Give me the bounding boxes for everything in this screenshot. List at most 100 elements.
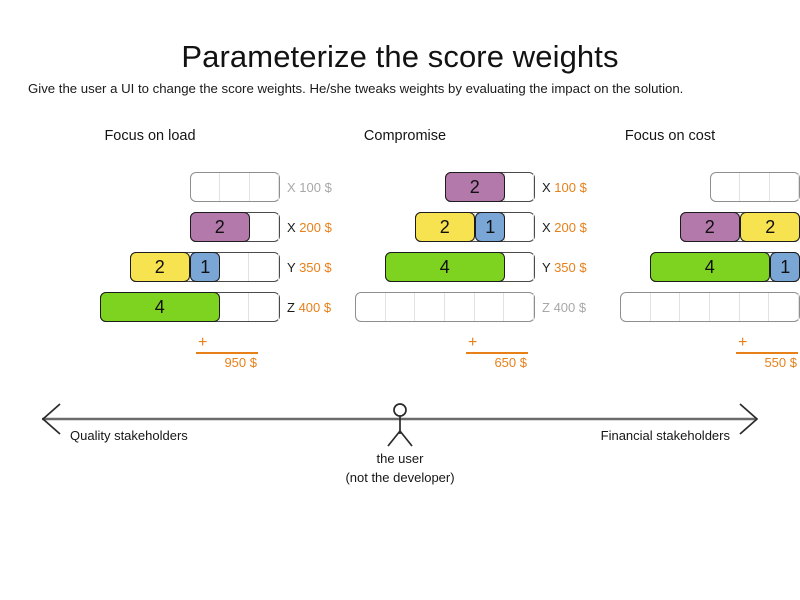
weight-slot[interactable] <box>504 293 535 321</box>
weight-blocks: 4 <box>384 251 505 282</box>
weight-slider-track[interactable]: 4 Z 400 $ <box>99 291 331 322</box>
weight-slider-track[interactable]: 2 X 200 $ <box>189 211 332 242</box>
weight-slot[interactable] <box>711 173 741 201</box>
weight-block[interactable]: 1 <box>770 251 800 282</box>
weight-slot[interactable] <box>740 293 770 321</box>
weight-slot[interactable] <box>770 173 799 201</box>
row-price: 200 $ <box>554 220 587 235</box>
weight-slot[interactable] <box>250 173 279 201</box>
weight-slot[interactable] <box>505 213 534 241</box>
axis-arrowhead-right <box>739 403 759 435</box>
weight-slot[interactable] <box>621 293 651 321</box>
weight-slot[interactable] <box>475 293 505 321</box>
row-key: Z <box>542 300 550 315</box>
user-leg-right-icon <box>399 430 413 447</box>
weight-row: Z 400 $ <box>275 291 586 323</box>
weight-slot[interactable] <box>356 293 386 321</box>
row-price: 400 $ <box>553 300 587 315</box>
weight-block[interactable]: 2 <box>189 211 250 242</box>
row-label: Y 350 $ <box>542 253 587 283</box>
weight-slider-track[interactable]: 4 Y 350 $ <box>384 251 587 282</box>
stakeholder-axis: Quality stakeholders Financial stakehold… <box>0 398 800 518</box>
row-key: X <box>287 220 296 235</box>
row-key: X <box>542 180 551 195</box>
weight-block[interactable]: 2 <box>444 171 505 202</box>
row-price: 400 $ <box>298 300 332 315</box>
row-price: 200 $ <box>299 220 332 235</box>
sum-inner: +950 $ <box>196 334 258 372</box>
weight-slider-track[interactable]: 2 X 100 $ <box>444 171 587 202</box>
row-price: 350 $ <box>554 260 587 275</box>
weight-slot[interactable] <box>249 293 280 321</box>
axis-label-right: Financial stakeholders <box>600 428 730 443</box>
weight-blocks: 4 <box>99 291 220 322</box>
weight-block[interactable]: 2 <box>679 211 740 242</box>
sum-rule <box>466 352 528 354</box>
weight-block[interactable]: 2 <box>414 211 475 242</box>
weight-slot[interactable] <box>680 293 711 321</box>
weight-slot[interactable] <box>505 173 534 201</box>
user-caption-line1: the user <box>376 451 424 466</box>
weight-slot[interactable] <box>249 253 279 281</box>
sum-total: 950 $ <box>224 355 257 370</box>
weight-slot[interactable] <box>769 293 800 321</box>
sum-rule <box>196 352 258 354</box>
weight-slot[interactable] <box>740 173 770 201</box>
weight-block[interactable]: 2 <box>129 251 190 282</box>
weight-block[interactable]: 4 <box>384 251 505 282</box>
weight-slot[interactable] <box>386 293 416 321</box>
page-subtitle: Give the user a UI to change the score w… <box>28 81 684 97</box>
sum-plus-sign: + <box>198 334 208 351</box>
weight-slider-track[interactable]: Z 400 $ <box>355 292 586 322</box>
weight-row: 2 X 200 $ <box>20 211 332 243</box>
weight-slot[interactable] <box>191 173 221 201</box>
weight-slot[interactable] <box>445 293 475 321</box>
weight-block[interactable]: 4 <box>649 251 770 282</box>
weight-block[interactable]: 1 <box>190 251 221 282</box>
row-price: 100 $ <box>299 180 332 195</box>
row-label: X 100 $ <box>287 173 332 203</box>
row-label: X 200 $ <box>542 213 587 243</box>
weight-slider-track[interactable]: 41Y 350 $ <box>649 251 800 282</box>
scenario-column: Focus on costX 100 $22X 200 $41Y 350 $Z … <box>540 126 800 376</box>
weight-row: 4 Y 350 $ <box>275 251 587 283</box>
weight-slot[interactable] <box>220 173 250 201</box>
weight-slot[interactable] <box>710 293 740 321</box>
weight-slider-track[interactable]: 22X 200 $ <box>679 211 800 242</box>
weight-row: 41 Y 350 $ <box>540 251 800 283</box>
weight-slot[interactable] <box>250 213 279 241</box>
sum-inner: +650 $ <box>466 335 528 372</box>
weight-block[interactable]: 2 <box>740 211 800 242</box>
weight-row: X 100 $ <box>20 171 332 203</box>
weight-slot[interactable] <box>220 253 250 281</box>
weight-slider-track[interactable]: X 100 $ <box>710 172 800 202</box>
weight-block[interactable]: 1 <box>475 211 506 242</box>
sum-total: 650 $ <box>494 355 527 370</box>
row-label: Z 400 $ <box>542 293 586 323</box>
weight-slot[interactable] <box>415 293 446 321</box>
weight-slot[interactable] <box>220 293 250 321</box>
weight-blocks: 2 <box>444 171 505 202</box>
weight-slot[interactable] <box>504 253 534 281</box>
sum-block: +950 $ <box>20 334 280 376</box>
weight-slot[interactable] <box>651 293 681 321</box>
weight-slider-track[interactable]: Z 400 $ <box>620 292 800 322</box>
row-key: Z <box>287 300 295 315</box>
user-head-icon <box>393 403 407 417</box>
weight-block[interactable]: 4 <box>99 291 220 322</box>
column-header: Focus on cost <box>624 128 716 144</box>
page-title: Parameterize the score weights <box>181 38 619 74</box>
sum-rule <box>736 352 798 354</box>
sum-plus-sign: + <box>738 334 748 351</box>
weight-slider-track[interactable]: X 100 $ <box>190 172 332 202</box>
row-price: 100 $ <box>554 180 587 195</box>
weight-row: 22 X 200 $ <box>540 211 800 243</box>
axis-label-left: Quality stakeholders <box>70 428 188 443</box>
